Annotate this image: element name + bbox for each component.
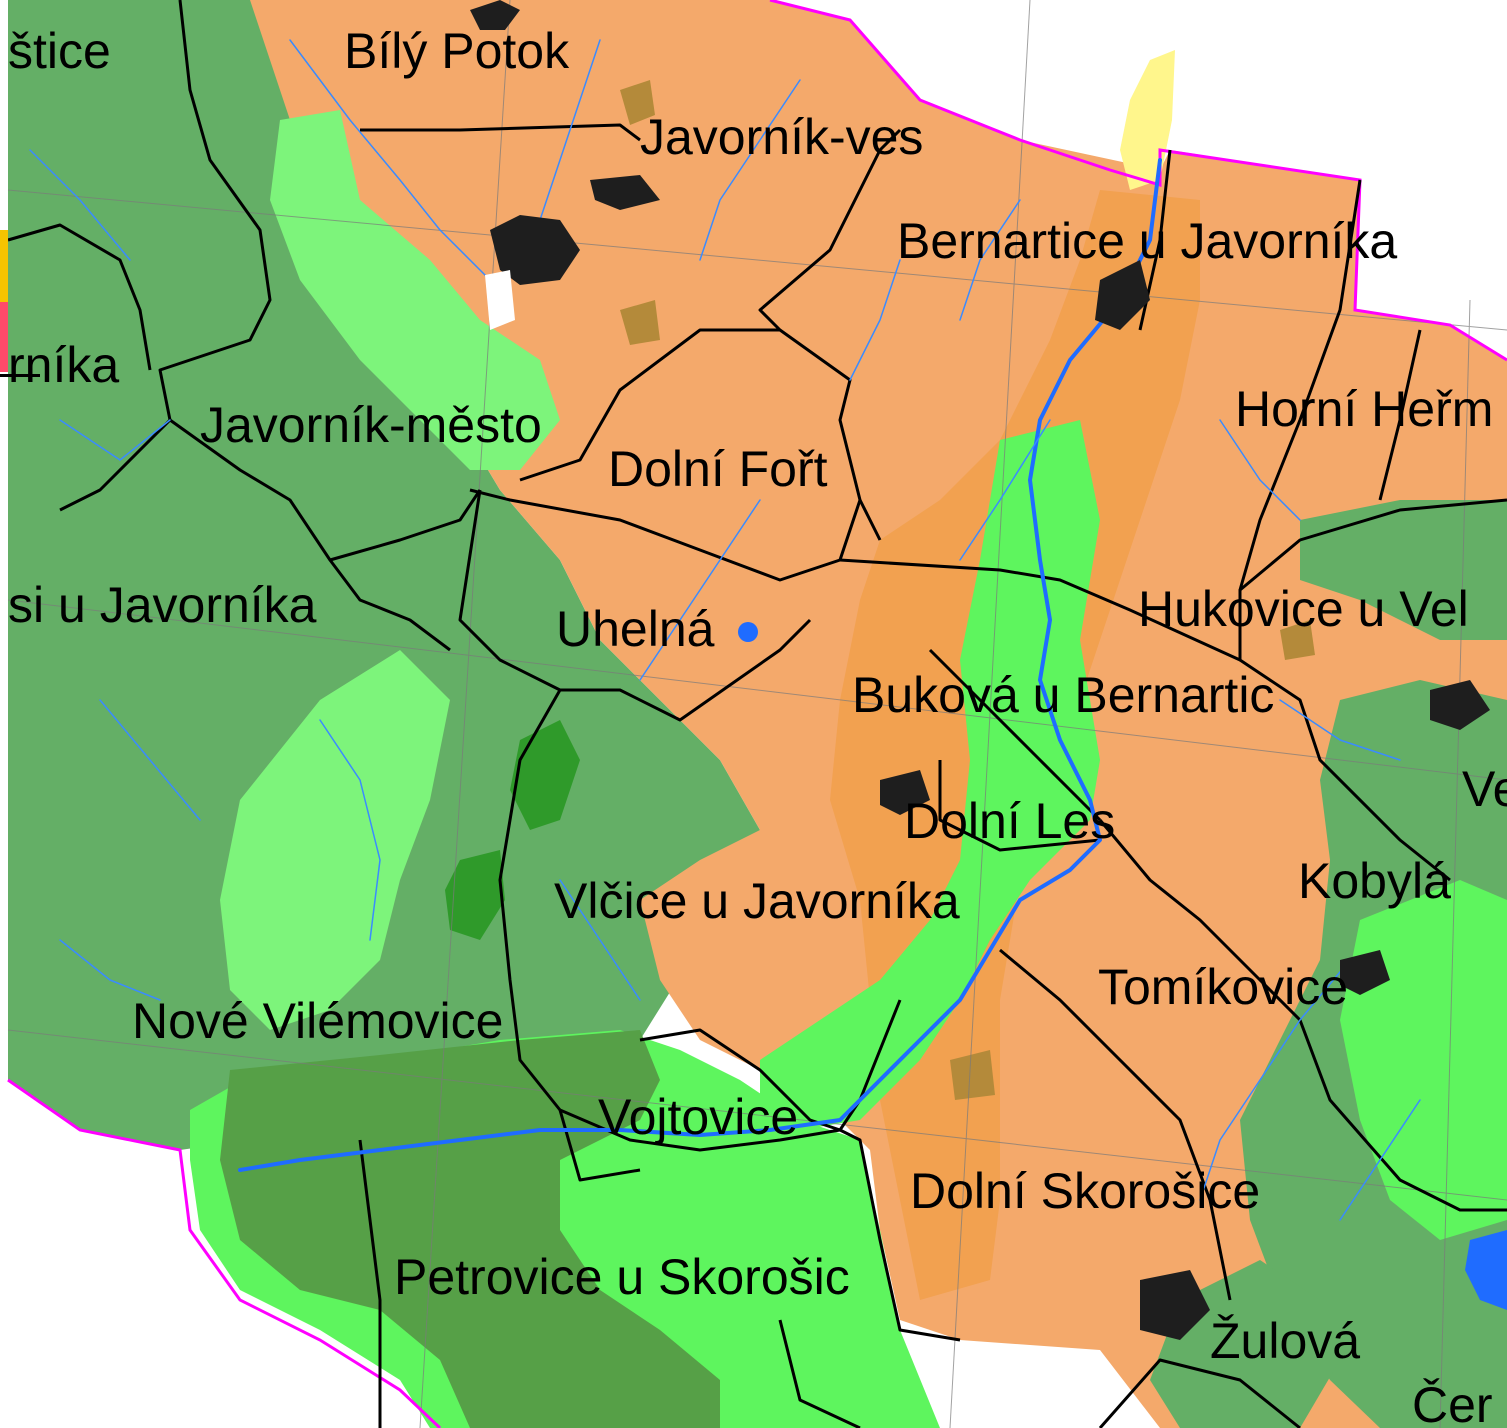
label-tomikovice: Tomíkovice: [1098, 959, 1349, 1015]
label-stice: štice: [8, 23, 111, 79]
edge-marker-line: [0, 374, 40, 377]
label-vlcice-u-javornika: Vlčice u Javorníka: [554, 873, 960, 929]
label-javornik-mesto: Javorník-město: [200, 397, 542, 453]
label-uhelna: Uhelná: [556, 601, 715, 657]
settlement-tomikovice: [1340, 950, 1390, 995]
label-nove-vilemovice: Nové Vilémovice: [132, 993, 504, 1049]
settlement-kobyla: [1430, 680, 1490, 730]
settlement-zulova: [1140, 1270, 1210, 1340]
meadow-river-corridor: [760, 420, 1100, 1130]
settlement-javornik-white-core: [485, 270, 515, 330]
label-bukova-u-bernartic: Buková u Bernartic: [852, 667, 1275, 723]
label-dolni-les: Dolní Les: [904, 793, 1116, 849]
settlements: [470, 0, 1490, 1340]
settlement-javornik: [490, 215, 580, 285]
label-petrovice-u-skorosic: Petrovice u Skorošic: [394, 1249, 850, 1305]
brown-patch-2: [620, 300, 660, 345]
coordinate-grid: [7, 0, 1507, 1428]
label-hukovice: Hukovice u Vel: [1138, 581, 1469, 637]
label-zulova: Žulová: [1210, 1313, 1361, 1369]
pond-uhelna: [738, 622, 758, 642]
forest-west-area: [8, 0, 760, 1150]
edge-marker-red: [0, 302, 8, 372]
streams: [29, 39, 1421, 1221]
settlement-dolni-les: [880, 770, 930, 815]
label-kobyla: Kobylá: [1298, 853, 1451, 909]
brown-patch-1: [620, 80, 655, 125]
pond-east: [1465, 1230, 1507, 1310]
label-bernartice-u-javornika: Bernartice u Javorníka: [897, 213, 1398, 269]
label-dolni-fort: Dolní Fořt: [608, 441, 828, 497]
label-si-u-javornika: si u Javorníka: [8, 577, 317, 633]
brown-patch-3: [1280, 620, 1315, 660]
label-javornik-ves: Javorník-ves: [640, 109, 924, 165]
meadow-north-stream: [270, 110, 560, 470]
label-dolni-skorosice: Dolní Skorošice: [910, 1163, 1261, 1219]
brown-patch-4: [950, 1050, 995, 1100]
label-horni-herm: Horní Heřm: [1235, 381, 1494, 437]
cadastral-boundaries: [7, 0, 1507, 1428]
settlement-bily-potok: [470, 0, 520, 30]
settlement-bernartice: [1095, 260, 1150, 330]
label-ve: Ve: [1462, 761, 1507, 817]
forest-upper-east: [1300, 500, 1507, 640]
forest-dark-patch-2: [445, 850, 505, 940]
label-cer: Čer: [1412, 1377, 1493, 1428]
river-network: [29, 39, 1421, 1221]
settlement-javornik-ves: [590, 175, 660, 210]
edge-marker-yellow: [0, 230, 8, 302]
region-boundary-west: [7, 1078, 442, 1428]
meadow-midwest: [220, 650, 450, 1030]
label-bily-potok: Bílý Potok: [344, 23, 570, 79]
region-boundary: [769, 0, 1507, 362]
label-vojtovice: Vojtovice: [598, 1089, 799, 1145]
label-rnika: rníka: [8, 337, 120, 393]
